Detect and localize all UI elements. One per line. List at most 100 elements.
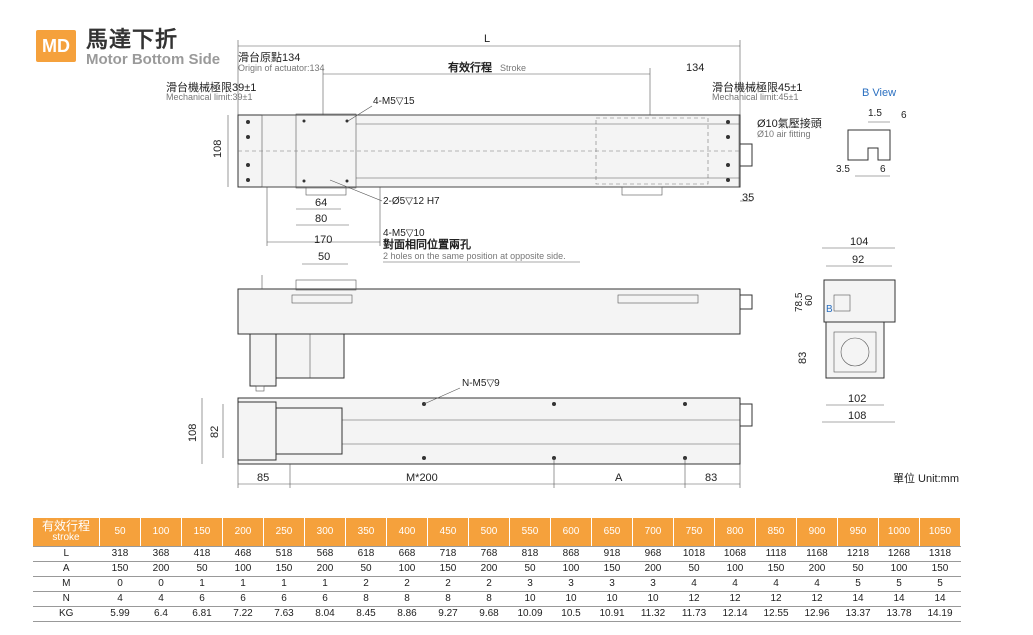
table-cell: 10.5 bbox=[550, 606, 592, 622]
table-cell: 200 bbox=[468, 561, 510, 577]
bv-6a: 6 bbox=[901, 110, 907, 121]
table-cell: 10 bbox=[550, 591, 592, 607]
dim-60: 60 bbox=[804, 294, 815, 306]
stroke-col: 150 bbox=[181, 518, 223, 547]
dim-64: 64 bbox=[315, 197, 327, 209]
table-cell: 14 bbox=[837, 591, 879, 607]
m5-10-label: 4-M5▽10 bbox=[383, 228, 425, 239]
table-cell: 8.45 bbox=[345, 606, 387, 622]
table-cell: 50 bbox=[673, 561, 715, 577]
table-cell: 2 bbox=[427, 576, 469, 592]
mech-limit-left-en: Mechanical limit:39±1 bbox=[166, 92, 252, 102]
table-cell: 8.04 bbox=[304, 606, 346, 622]
page-subtitle: Motor Bottom Side bbox=[86, 51, 221, 68]
table-cell: 9.68 bbox=[468, 606, 510, 622]
stroke-col: 500 bbox=[468, 518, 510, 547]
dim-50: 50 bbox=[318, 251, 330, 263]
table-cell: 4 bbox=[796, 576, 838, 592]
dim-108-top: 108 bbox=[212, 140, 224, 158]
table-cell: 50 bbox=[181, 561, 223, 577]
table-cell: 6 bbox=[304, 591, 346, 607]
stroke-col: 900 bbox=[796, 518, 838, 547]
origin-label-en: Origin of actuator:134 bbox=[238, 63, 325, 73]
table-cell: 12 bbox=[796, 591, 838, 607]
mech-limit-right: 滑台機械極限45±1 bbox=[712, 80, 802, 94]
bottom-view: N-M5▽9 108 82 85 M*200 A 83 bbox=[187, 378, 753, 488]
mech-limit-right-en: Mechanical limit:45±1 bbox=[712, 92, 798, 102]
table-cell: 1268 bbox=[878, 546, 920, 562]
dim-83-bottom: 83 bbox=[705, 472, 717, 484]
dim-108-side: 108 bbox=[848, 410, 866, 422]
table-cell: 50 bbox=[837, 561, 879, 577]
table-cell: 12 bbox=[755, 591, 797, 607]
table-cell: 468 bbox=[222, 546, 264, 562]
table-cell: 318 bbox=[99, 546, 141, 562]
table-cell: 7.22 bbox=[222, 606, 264, 622]
table-cell: 4 bbox=[714, 576, 756, 592]
dim-83-side: 83 bbox=[797, 352, 809, 364]
holes-en-label: 2 holes on the same position at opposite… bbox=[383, 251, 566, 261]
stroke-col: 400 bbox=[386, 518, 428, 547]
table-cell: 3 bbox=[591, 576, 633, 592]
table-cell: 150 bbox=[591, 561, 633, 577]
stroke-header: 有效行程 stroke bbox=[33, 518, 100, 547]
stroke-col: 750 bbox=[673, 518, 715, 547]
table-cell: 12 bbox=[714, 591, 756, 607]
table-cell: 3 bbox=[632, 576, 674, 592]
table-cell: 4 bbox=[99, 591, 141, 607]
air-fitting-label-en: Ø10 air fitting bbox=[757, 129, 811, 139]
table-cell: 13.37 bbox=[837, 606, 879, 622]
table-cell: 10 bbox=[591, 591, 633, 607]
air-fitting-label: Ø10氣壓接頭 bbox=[757, 116, 822, 130]
table-cell: 14 bbox=[919, 591, 961, 607]
table-cell: 1018 bbox=[673, 546, 715, 562]
table-cell: 200 bbox=[140, 561, 182, 577]
table-cell: 4 bbox=[755, 576, 797, 592]
stroke-label: 有效行程 bbox=[448, 60, 492, 74]
table-cell: 368 bbox=[140, 546, 182, 562]
table-cell: 868 bbox=[550, 546, 592, 562]
table-cell: 5.99 bbox=[99, 606, 141, 622]
table-cell: 150 bbox=[263, 561, 305, 577]
table-cell: 6 bbox=[263, 591, 305, 607]
b-view: B View 1.5 6 3.5 6 bbox=[836, 87, 907, 177]
dim-102: 102 bbox=[848, 393, 866, 405]
hole-05-label: 2-Ø5▽12 H7 bbox=[383, 196, 440, 207]
stroke-col: 800 bbox=[714, 518, 756, 547]
table-cell: 618 bbox=[345, 546, 387, 562]
m5-4-label: 4-M5▽15 bbox=[373, 96, 415, 107]
table-cell: 418 bbox=[181, 546, 223, 562]
front-view: 50 bbox=[237, 251, 753, 392]
dim-170: 170 bbox=[314, 234, 332, 246]
table-cell: 150 bbox=[919, 561, 961, 577]
table-cell: 1 bbox=[222, 576, 264, 592]
stroke-col: 50 bbox=[99, 518, 141, 547]
table-cell: 10.09 bbox=[509, 606, 551, 622]
dim-m200: M*200 bbox=[406, 472, 438, 484]
stroke-col: 550 bbox=[509, 518, 551, 547]
origin-label: 滑台原點134 bbox=[238, 50, 300, 64]
table-cell: 200 bbox=[796, 561, 838, 577]
bv-6b: 6 bbox=[880, 164, 886, 175]
table-cell: 1 bbox=[181, 576, 223, 592]
table-cell: 818 bbox=[509, 546, 551, 562]
table-cell: 10 bbox=[509, 591, 551, 607]
end-view: 104 92 78.5 60 83 B 102 108 bbox=[794, 236, 896, 423]
technical-drawing: L 滑台原點134 Origin of actuator:134 有效行程 St… bbox=[166, 33, 907, 488]
stroke-label-en: Stroke bbox=[500, 63, 526, 73]
stroke-header-en: stroke bbox=[52, 532, 80, 543]
holes-cn-label: 對面相同位置兩孔 bbox=[383, 237, 471, 251]
table-cell: 8 bbox=[345, 591, 387, 607]
dim-A: A bbox=[615, 472, 623, 484]
table-cell: 8.86 bbox=[386, 606, 428, 622]
bv-3-5: 3.5 bbox=[836, 164, 850, 175]
table-cell: 14 bbox=[878, 591, 920, 607]
table-cell: 3 bbox=[550, 576, 592, 592]
table-cell: 968 bbox=[632, 546, 674, 562]
stroke-col: 1000 bbox=[878, 518, 920, 547]
table-cell: 100 bbox=[878, 561, 920, 577]
table-cell: 100 bbox=[550, 561, 592, 577]
table-cell: 568 bbox=[304, 546, 346, 562]
